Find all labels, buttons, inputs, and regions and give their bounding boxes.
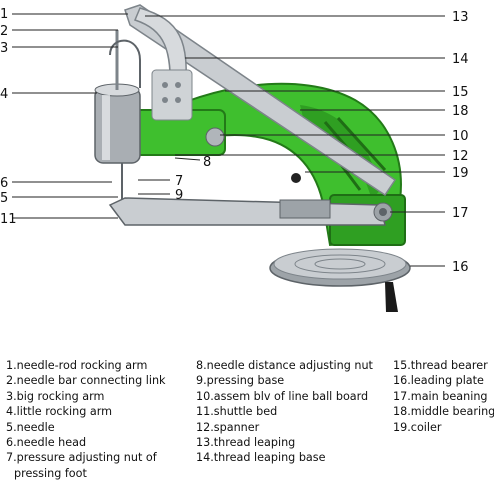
- legend-item: 9.pressing base: [196, 374, 285, 388]
- callout-1: 1: [0, 7, 8, 22]
- callout-14: 14: [452, 52, 469, 67]
- legend-item: 5.needle: [6, 420, 55, 434]
- legend-column-3: 15.thread bearer 16.leading plate 17.mai…: [393, 358, 494, 435]
- legend-item: 3.big rocking arm: [6, 389, 105, 403]
- callout-12: 12: [452, 149, 469, 164]
- callout-9: 9: [175, 188, 183, 203]
- legend-item: 19.coiler: [393, 420, 442, 434]
- legend-item: 1.needle-rod rocking arm: [6, 359, 148, 372]
- callout-2: 2: [0, 24, 8, 39]
- legend-item: 13.thread leaping: [196, 436, 296, 450]
- legend-item: 8.needle distance adjusting nut: [196, 359, 373, 372]
- callout-numbers: 1 2 3 4 5 6 7 8 9 10 11 12 13 14 15 16 1…: [0, 7, 469, 275]
- callout-18: 18: [452, 104, 469, 119]
- legend-item: 12.spanner: [196, 420, 260, 434]
- callout-11: 11: [0, 212, 17, 227]
- callout-13: 13: [452, 10, 469, 25]
- legend-item: 15.thread bearer: [393, 359, 488, 372]
- legend-item: 4.little rocking arm: [6, 405, 113, 419]
- callout-6: 6: [0, 176, 8, 191]
- sewing-machine-illustration: 1 2 3 4 5 6 7 8 9 10 11 12 13 14 15 16 1…: [0, 4, 469, 312]
- upper-steel-arm: [124, 4, 397, 197]
- callout-7: 7: [175, 174, 183, 189]
- legend-item: 17.main beaning: [393, 389, 488, 403]
- callout-5: 5: [0, 191, 8, 206]
- legend-item: 2.needle bar connecting link: [6, 374, 166, 388]
- shuttle-bed: [108, 127, 393, 226]
- callout-16: 16: [452, 260, 469, 275]
- callout-4: 4: [0, 87, 8, 102]
- legend-column-1: 1.needle-rod rocking arm 2.needle bar co…: [6, 358, 166, 481]
- callout-19: 19: [452, 166, 469, 181]
- needle-head-cylinder: [94, 30, 141, 200]
- legend-item: 14.thread leaping base: [196, 451, 326, 465]
- leading-plate: [269, 248, 411, 312]
- callout-8: 8: [203, 155, 211, 170]
- callout-10: 10: [452, 129, 469, 144]
- legend-item: 11.shuttle bed: [196, 405, 278, 419]
- callout-leaders: [12, 13, 445, 267]
- callout-17: 17: [452, 206, 469, 221]
- callout-15: 15: [452, 85, 469, 100]
- callout-3: 3: [0, 41, 8, 56]
- legend-column-2: 8.needle distance adjusting nut 9.pressi…: [196, 358, 373, 466]
- legend-item: 10.assem blv of line ball board: [196, 389, 369, 403]
- legend-item: 6.needle head: [6, 436, 87, 450]
- legend-item: 18.middle bearing: [393, 405, 494, 419]
- legend-item: 16.leading plate: [393, 374, 484, 388]
